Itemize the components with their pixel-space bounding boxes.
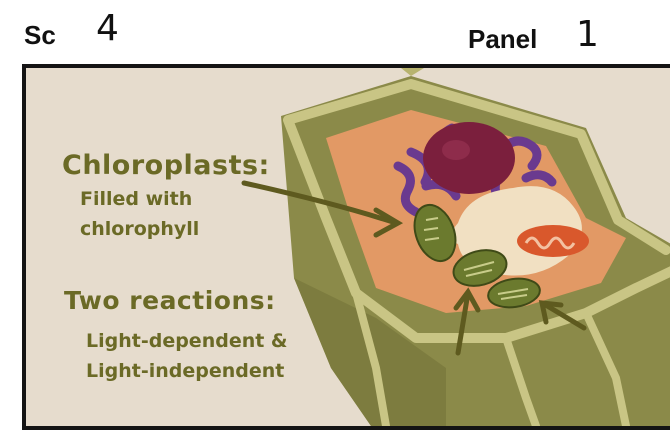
- nucleolus: [442, 140, 470, 160]
- nucleus: [423, 122, 515, 194]
- chloroplasts-line-2: chlorophyll: [80, 218, 199, 240]
- reactions-title: Two reactions:: [64, 286, 276, 315]
- storyboard-panel: Chloroplasts: Filled with chlorophyll Tw…: [22, 64, 670, 430]
- chloroplasts-title: Chloroplasts:: [62, 150, 270, 181]
- reactions-line-2: Light-independent: [86, 360, 284, 382]
- scene-number: 4: [96, 8, 119, 49]
- scene-label: Sc: [24, 20, 56, 51]
- cell-wall-top-spike: [401, 68, 424, 76]
- panel-label: Panel: [468, 24, 537, 55]
- chloroplasts-line-1: Filled with: [80, 188, 192, 210]
- panel-number: 1: [576, 14, 599, 55]
- reactions-line-1: Light-dependent &: [86, 330, 288, 352]
